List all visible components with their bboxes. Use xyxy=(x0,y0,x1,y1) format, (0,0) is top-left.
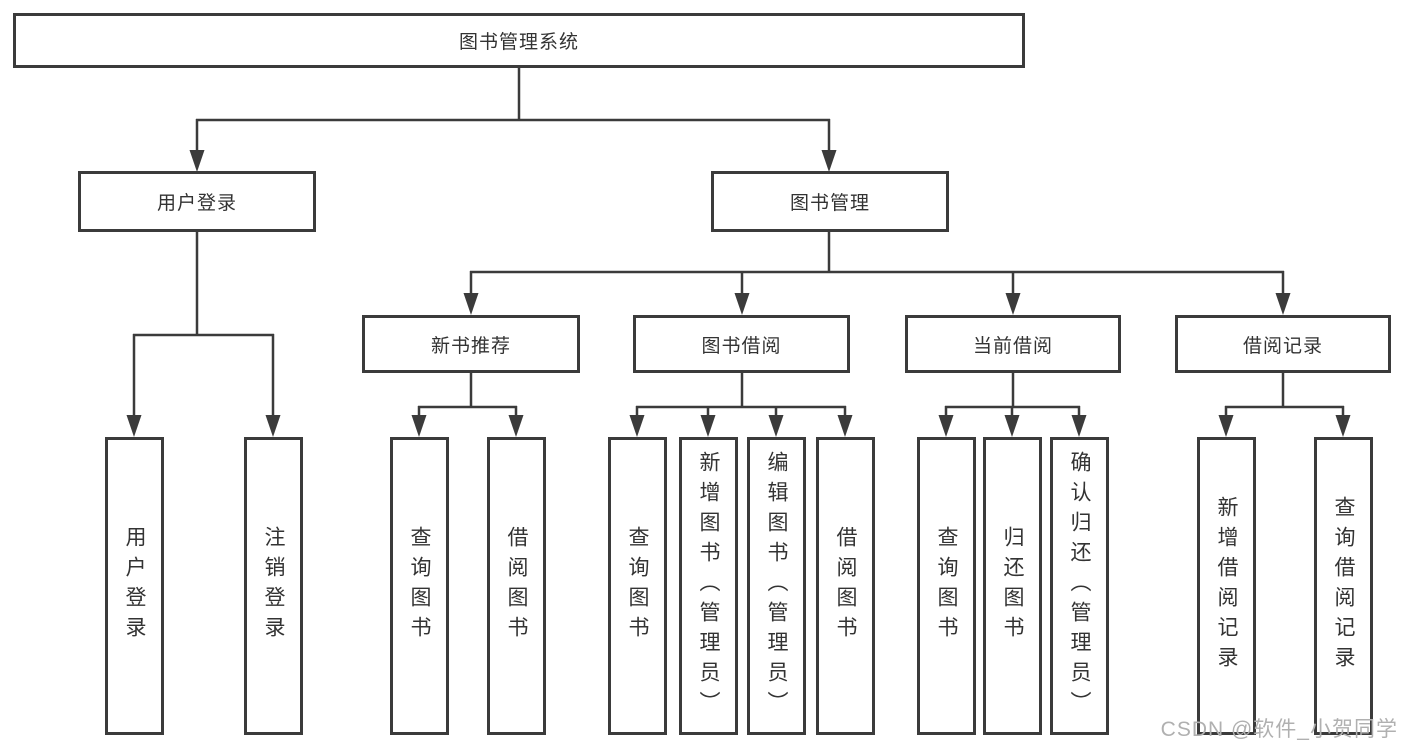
node-root-label: 图书管理系统 xyxy=(458,32,579,53)
leaf-confirm-return-admin: 确认归还（管理员） xyxy=(1050,437,1109,735)
leaf-logout: 注销登录 xyxy=(244,437,303,735)
node-book-borrow-label: 图书借阅 xyxy=(701,335,782,357)
watermark-text: CSDN @软件_小贺同学 xyxy=(1160,718,1398,741)
node-new-book-recommend: 新书推荐 xyxy=(362,315,580,373)
node-user-login: 用户登录 xyxy=(78,171,316,232)
node-new-book-recommend-label: 新书推荐 xyxy=(430,335,511,357)
leaf-add-borrow-record: 新增借阅记录 xyxy=(1197,437,1256,735)
leaf-query-book-current: 查询图书 xyxy=(917,437,976,735)
leaf-borrow-book-label: 借阅图书 xyxy=(834,526,857,646)
leaf-query-book-borrow: 查询图书 xyxy=(608,437,667,735)
leaf-logout-label: 注销登录 xyxy=(262,526,285,646)
leaf-user-login-label: 用户登录 xyxy=(123,526,146,646)
leaf-borrow-book-recommend: 借阅图书 xyxy=(487,437,546,735)
leaf-query-book-recommend: 查询图书 xyxy=(390,437,449,735)
leaf-confirm-return-admin-label: 确认归还（管理员） xyxy=(1068,451,1091,721)
node-book-borrow: 图书借阅 xyxy=(633,315,850,373)
leaf-edit-book-admin: 编辑图书（管理员） xyxy=(747,437,806,735)
leaf-return-book-label: 归还图书 xyxy=(1001,526,1024,646)
leaf-return-book: 归还图书 xyxy=(983,437,1042,735)
leaf-query-book-current-label: 查询图书 xyxy=(935,526,958,646)
node-current-borrow: 当前借阅 xyxy=(905,315,1121,373)
leaf-edit-book-admin-label: 编辑图书（管理员） xyxy=(765,451,788,721)
leaf-borrow-book-recommend-label: 借阅图书 xyxy=(505,526,528,646)
node-borrow-record: 借阅记录 xyxy=(1175,315,1391,373)
node-book-management: 图书管理 xyxy=(711,171,949,232)
leaf-query-book-recommend-label: 查询图书 xyxy=(408,526,431,646)
leaf-query-borrow-record-label: 查询借阅记录 xyxy=(1332,496,1355,676)
node-current-borrow-label: 当前借阅 xyxy=(972,335,1053,357)
leaf-query-book-borrow-label: 查询图书 xyxy=(626,526,649,646)
leaf-borrow-book: 借阅图书 xyxy=(816,437,875,735)
leaf-user-login: 用户登录 xyxy=(105,437,164,735)
node-root: 图书管理系统 xyxy=(13,13,1025,68)
node-borrow-record-label: 借阅记录 xyxy=(1242,335,1323,357)
leaf-add-book-admin: 新增图书（管理员） xyxy=(679,437,738,735)
node-book-management-label: 图书管理 xyxy=(789,193,870,214)
leaf-add-borrow-record-label: 新增借阅记录 xyxy=(1215,496,1238,676)
node-user-login-label: 用户登录 xyxy=(156,193,237,214)
leaf-query-borrow-record: 查询借阅记录 xyxy=(1314,437,1373,735)
leaf-add-book-admin-label: 新增图书（管理员） xyxy=(697,451,720,721)
